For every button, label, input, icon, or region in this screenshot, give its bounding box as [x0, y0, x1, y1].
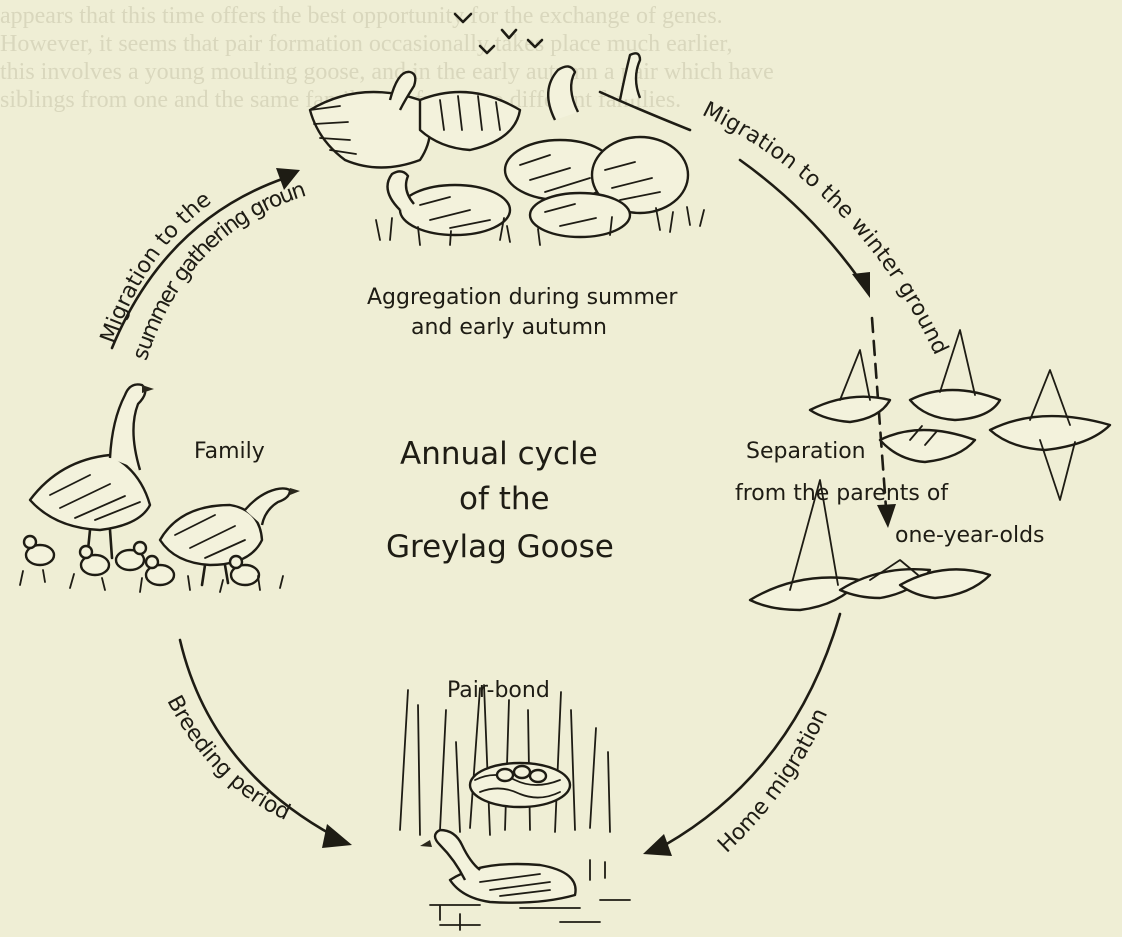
stage-label-separation-1: Separation — [746, 439, 866, 464]
flying-geese-illustration — [810, 330, 1110, 500]
diagram-title-line-3: Greylag Goose — [386, 529, 614, 565]
swimming-goose-illustration — [420, 830, 630, 930]
stage-label-family: Family — [194, 439, 265, 464]
arrow-label-migration-summer-2: summer gathering ground — [0, 17, 309, 363]
nest-reeds-illustration — [400, 685, 610, 835]
goose-flock-illustration — [310, 53, 704, 245]
stage-label-pair-bond: Pair-bond — [447, 678, 550, 703]
diagram-title-line-2: of the — [459, 481, 550, 517]
goose-family-illustration — [20, 384, 300, 592]
arrow-label-migration-winter: Migration to the winter ground — [699, 97, 953, 358]
stage-label-separation-3: one-year-olds — [895, 523, 1045, 548]
flying-birds-icon — [455, 14, 542, 53]
arrow-label-home-migration: Home migration — [713, 705, 833, 858]
stage-label-separation-2: from the parents of — [735, 481, 949, 506]
arrow-label-breeding-period: Breeding period — [162, 691, 294, 825]
diagram-title-line-1: Annual cycle — [400, 436, 598, 472]
stage-label-aggregation-1: Aggregation during summer — [367, 285, 678, 310]
stage-label-aggregation-2: and early autumn — [411, 315, 607, 340]
